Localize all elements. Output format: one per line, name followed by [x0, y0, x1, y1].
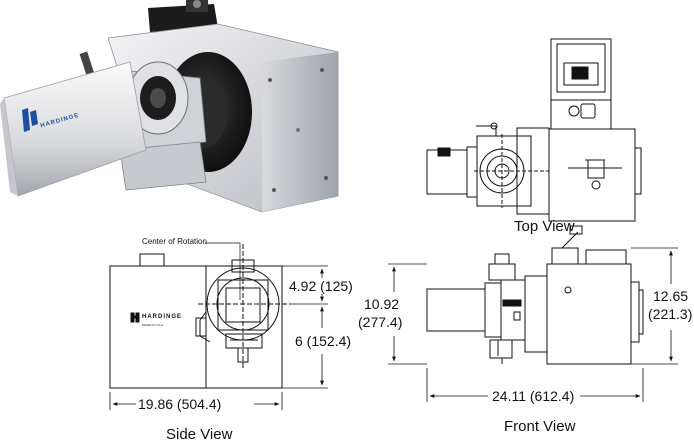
- dimension-side-upper: 4.92 (125): [288, 278, 354, 294]
- dimension-front-left-in: 10.92: [364, 296, 400, 312]
- product-photo: [0, 0, 339, 213]
- dimension-front-right-in: 12.65: [653, 288, 689, 304]
- dimension-front-left-mm: (277.4): [358, 314, 403, 330]
- side-brand-label: HARDINGE: [142, 314, 183, 320]
- top-view-drawing: [426, 38, 642, 222]
- side-view-dimensions: [109, 265, 328, 410]
- side-view-drawing: [109, 242, 290, 389]
- center-of-rotation-label: Center of Rotation: [142, 237, 207, 246]
- side-origin-label: MADE IN U.S.A.: [142, 323, 165, 327]
- dimension-side-lower: 6 (152.4): [294, 333, 353, 349]
- dimension-front-width: 24.11 (612.4): [492, 388, 575, 404]
- front-view-drawing: [426, 225, 644, 365]
- dimension-front-right-mm: (221.3): [648, 306, 693, 322]
- dimension-side-width: 19.86 (504.4): [138, 396, 222, 412]
- side-view-title: Side View: [166, 426, 233, 443]
- front-view-title: Front View: [504, 418, 576, 435]
- front-view-dimensions: [388, 247, 678, 402]
- top-view-title: Top View: [514, 218, 575, 235]
